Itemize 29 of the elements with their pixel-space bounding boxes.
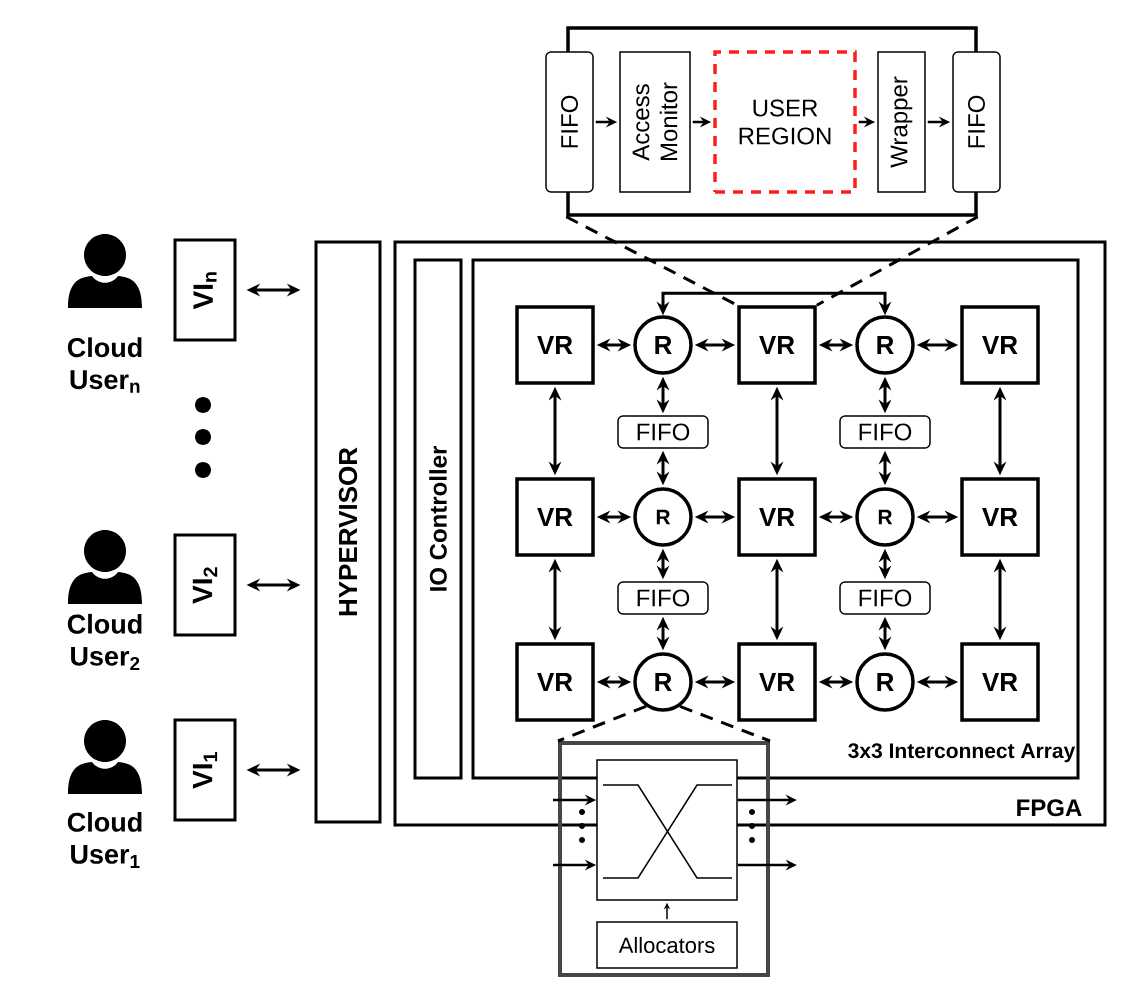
crossbar-box: [596, 759, 738, 901]
vr-box: VR: [515, 477, 595, 557]
vr-box: VR: [960, 477, 1040, 557]
user-region-box: USER REGION: [713, 50, 857, 194]
fifo-box: FIFO: [952, 51, 1001, 193]
vi-box: VI$_{2}$: [173, 533, 237, 637]
vr-box: VR: [960, 305, 1040, 385]
vi-box: VI$_{1}$: [173, 718, 237, 822]
vi-box: VI$_{n}$: [173, 238, 237, 342]
user-label: Cloud User$_{2}$: [67, 613, 142, 671]
vr-box: VR: [515, 642, 595, 722]
zoom-box: [558, 741, 770, 977]
allocator-box: Allocators: [596, 921, 738, 969]
vr-box: VR: [515, 305, 595, 385]
fifo-box: FIFO: [839, 581, 931, 615]
fifo-box: FIFO: [545, 51, 594, 193]
vr-box: VR: [960, 642, 1040, 722]
fifo-box: FIFO: [617, 415, 709, 449]
fifo-box: FIFO: [617, 581, 709, 615]
user-label: Cloud User$_{1}$: [67, 812, 142, 868]
user-label: Cloud User$_{n}$: [67, 337, 142, 393]
fifo-box: FIFO: [839, 415, 931, 449]
hypervisor-box: HYPERVISOR: [314, 240, 382, 824]
vr-box: VR: [737, 477, 817, 557]
controller-box: IO Controller: [413, 258, 463, 780]
vr-box: VR: [737, 642, 817, 722]
wrapper-box: Wrapper: [877, 51, 926, 193]
monitor-box: Access Monitor: [619, 51, 691, 193]
vr-box: VR: [737, 305, 817, 385]
